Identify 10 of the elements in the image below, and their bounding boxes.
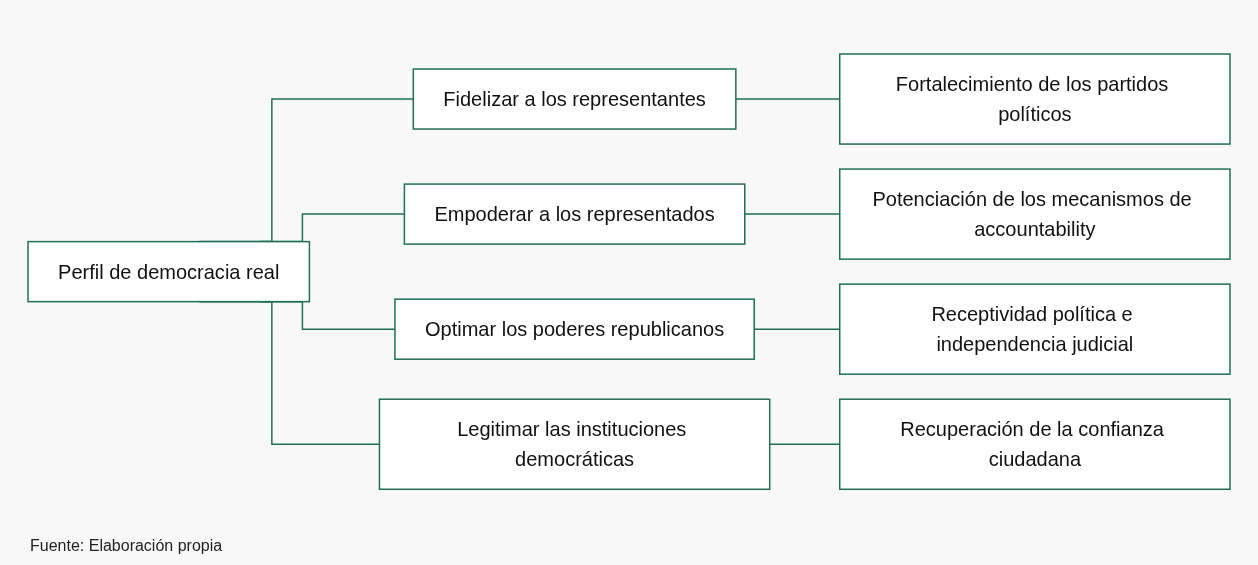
node-box: Receptividad política e independencia judicial <box>839 283 1231 375</box>
node-box: Recuperación de la confianza ciudadana <box>839 398 1231 490</box>
node-box: Fortalecimiento de los partidos políticos <box>839 53 1231 145</box>
node-box: Empoderar a los representados <box>403 183 746 245</box>
node-box: Potenciación de los mecanismos de accountability <box>839 168 1231 260</box>
source-caption: Fuente: Elaboración propia <box>30 537 224 555</box>
node-box: Optimar los poderes republicanos <box>394 298 755 360</box>
node-box: Legitimar las instituciones democráticas <box>378 398 771 490</box>
node-box: Fidelizar a los representantes <box>412 68 737 130</box>
node-box: Perfil de democracia real <box>27 240 311 303</box>
